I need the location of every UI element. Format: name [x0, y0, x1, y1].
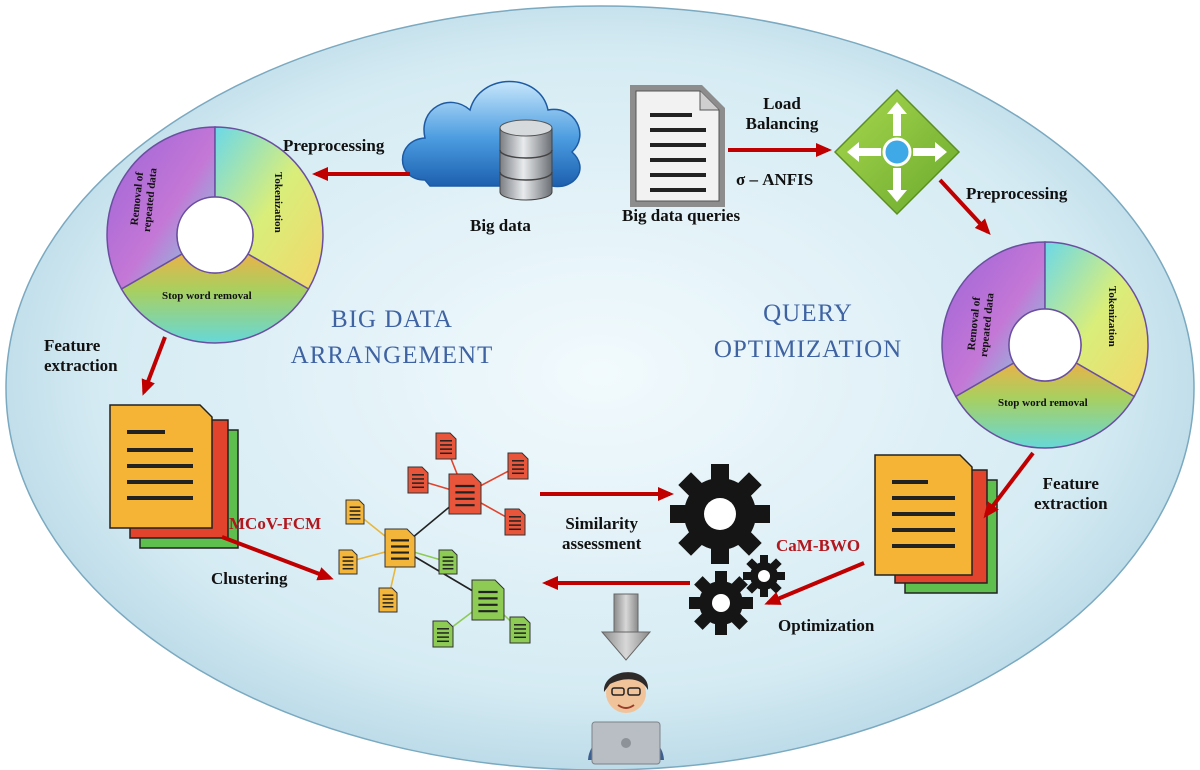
feature-document-stack-right [874, 454, 998, 594]
ring-left-tokenization-label: Tokenization [272, 172, 284, 233]
cluster-document-icon [504, 508, 526, 536]
clustering-label: Clustering [211, 569, 288, 588]
ring-right-stopword-label: Stop word removal [998, 397, 1088, 409]
cluster-document-icon [345, 499, 365, 525]
big-data-queries-label: Big data queries [622, 206, 741, 225]
cluster-document-icon [384, 528, 416, 568]
user-at-laptop-icon [588, 672, 664, 765]
cam-bwo-label: CaM-BWO [776, 536, 861, 555]
feature-extraction-left-label: Feature extraction [44, 336, 118, 376]
sigma-anfis-label: σ – ANFIS [736, 170, 814, 189]
cluster-document-icon [471, 579, 505, 621]
ring-left-stopword-label: Stop word removal [162, 290, 252, 302]
optimization-label: Optimization [778, 616, 875, 635]
ring-right-tokenization-label: Tokenization [1106, 286, 1118, 347]
feature-extraction-right-label: Feature extraction [1034, 474, 1108, 514]
cluster-document-icon [435, 432, 457, 460]
cluster-document-icon [407, 466, 429, 494]
section-title-big-data-arrangement: BIG DATA ARRANGEMENT [290, 306, 494, 370]
flow-arrows [141, 143, 1035, 605]
load-balancing-label: Load Balancing [745, 94, 819, 134]
feature-document-stack-left [109, 404, 239, 549]
similarity-assessment-label: Similarity assessment [562, 514, 642, 554]
cluster-document-icon [432, 620, 454, 648]
cluster-document-icon [509, 616, 531, 644]
preprocessing-right-label: Preprocessing [966, 184, 1068, 203]
cluster-document-icon [438, 549, 458, 575]
load-balancer-icon [833, 88, 961, 216]
cluster-document-icon [378, 587, 398, 613]
mcov-fcm-label: MCoV-FCM [229, 514, 322, 533]
preprocessing-left-label: Preprocessing [283, 136, 385, 155]
query-document-icon [630, 85, 725, 207]
cluster-document-icon [507, 452, 529, 480]
preprocessing-ring-left [106, 126, 324, 344]
big-data-label: Big data [470, 216, 531, 235]
cluster-document-icon [338, 549, 358, 575]
preprocessing-ring-right [941, 241, 1149, 449]
gear-icons [670, 464, 785, 635]
section-title-query-optimization: QUERY OPTIMIZATION [713, 300, 903, 364]
cloud-database-icon [401, 80, 581, 201]
down-arrow-icon [600, 593, 652, 661]
cluster-document-icon [448, 473, 482, 515]
